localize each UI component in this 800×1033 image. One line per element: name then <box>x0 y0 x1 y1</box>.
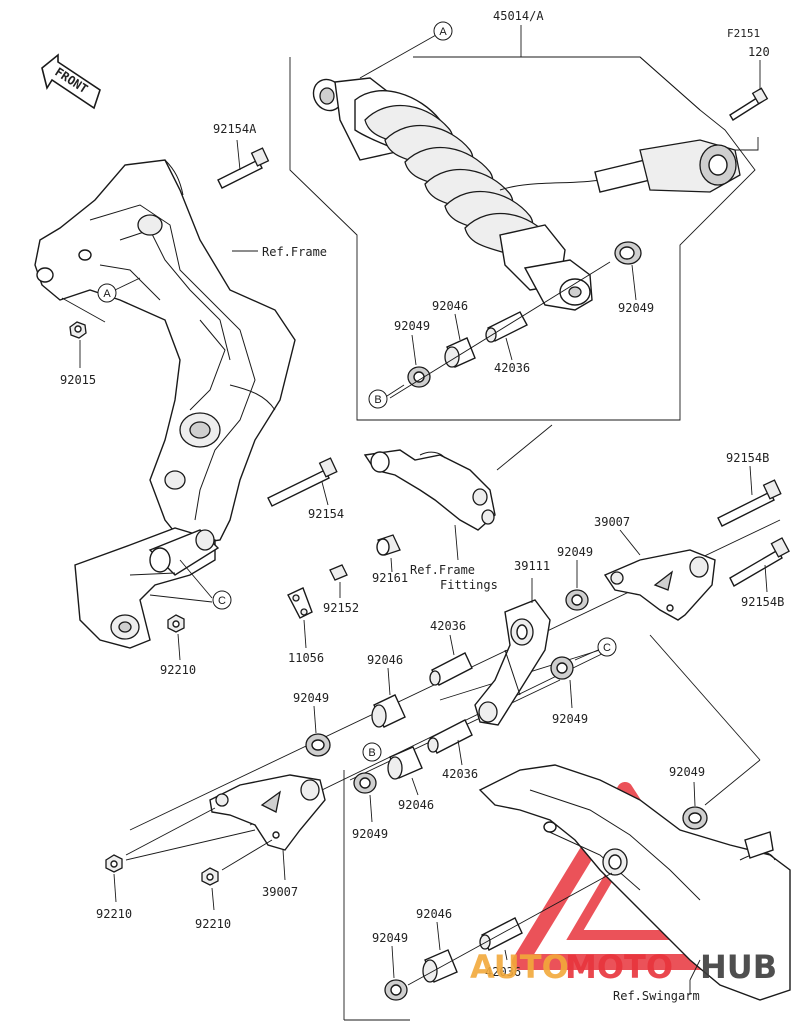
label-42036-shock: 42036 <box>494 361 530 375</box>
label-39007-lower: 39007 <box>262 885 298 899</box>
bolt-92154b-side[interactable] <box>729 537 790 587</box>
label-92046-bottom: 92046 <box>416 907 452 921</box>
svg-text:C: C <box>218 595 226 607</box>
diagram-code: F2151 <box>727 27 760 40</box>
ref-frame-label: Ref.Frame <box>262 245 327 259</box>
bearing-92046-bottom[interactable] <box>422 949 458 983</box>
label-92049-swing: 92049 <box>669 765 705 779</box>
label-92049-lower: 92049 <box>352 827 388 841</box>
nut-92015[interactable] <box>69 321 87 339</box>
label-92154b-top: 92154B <box>726 451 769 465</box>
ref-swingarm-label: Ref.Swingarm <box>613 989 700 1003</box>
tie-rod-plate-39007-upper[interactable] <box>603 549 716 621</box>
label-42036-link: 42036 <box>430 619 466 633</box>
label-92046-shock: 92046 <box>432 299 468 313</box>
collar-92152[interactable] <box>329 564 348 581</box>
bearing-92046-link[interactable] <box>371 694 406 728</box>
svg-text:B: B <box>368 747 375 759</box>
bearing-92046-lower[interactable] <box>387 746 423 780</box>
label-92015: 92015 <box>60 373 96 387</box>
bracket-11056[interactable] <box>287 587 313 619</box>
bolt-92154a[interactable] <box>217 147 270 189</box>
callout-c-frame: C <box>149 559 232 610</box>
ref-frame-fittings-2: Fittings <box>440 578 498 592</box>
watermark-text: AUTO MOTO HUB <box>470 948 777 986</box>
assembly-number: 45014/A <box>493 9 544 23</box>
svg-text:HUB: HUB <box>700 948 777 986</box>
label-92049-bottom: 92049 <box>372 931 408 945</box>
spacer-42036-bottom[interactable] <box>479 917 523 951</box>
label-42036-lower: 42036 <box>442 767 478 781</box>
spacer-42036-lower[interactable] <box>427 719 473 754</box>
collar-92049-shock-right[interactable] <box>614 241 642 265</box>
svg-text:A: A <box>439 26 447 38</box>
svg-text:MOTO: MOTO <box>565 948 673 986</box>
frame-lower-mount <box>74 527 220 649</box>
svg-text:A: A <box>103 288 111 300</box>
label-92210-mid: 92210 <box>195 917 231 931</box>
callout-a-frame: A <box>97 277 141 303</box>
collar-92049-bottom[interactable] <box>384 979 408 1001</box>
collar-92049-lower[interactable] <box>353 772 377 794</box>
collar-92161[interactable] <box>376 534 401 556</box>
nut-92210-left[interactable] <box>105 854 123 873</box>
rear-shock-absorber[interactable] <box>308 74 741 311</box>
bolt-92154[interactable] <box>267 457 338 507</box>
label-42036-bottom: 42036 <box>485 965 521 979</box>
label-92049-rod: 92049 <box>552 712 588 726</box>
label-92049-shock-left: 92049 <box>394 319 430 333</box>
front-arrow-icon: FRONT <box>41 53 101 110</box>
spacer-42036-link[interactable] <box>429 652 473 686</box>
tie-rod-plate-39007-lower[interactable] <box>209 774 326 851</box>
callout-c-link: C <box>574 637 617 661</box>
swingarm <box>478 764 791 1001</box>
nut-92210-mid[interactable] <box>201 867 219 886</box>
label-92046-link: 92046 <box>367 653 403 667</box>
collar-92049-shock-left[interactable] <box>407 366 431 388</box>
collar-92049-link-left[interactable] <box>305 733 331 757</box>
nut-92210-frame[interactable] <box>167 614 185 633</box>
label-92049-link-left: 92049 <box>293 691 329 705</box>
frame-fittings <box>363 449 496 531</box>
label-39111: 39111 <box>514 559 550 573</box>
bolt-120[interactable] <box>729 87 769 121</box>
label-11056: 11056 <box>288 651 324 665</box>
ref-frame-fittings-1: Ref.Frame <box>410 563 475 577</box>
label-92154b-side: 92154B <box>741 595 784 609</box>
label-120: 120 <box>748 45 770 59</box>
bolt-92154b-top[interactable] <box>717 479 782 527</box>
label-92210-frame: 92210 <box>160 663 196 677</box>
label-39007-upper: 39007 <box>594 515 630 529</box>
collar-92049-rod[interactable] <box>550 656 574 680</box>
svg-text:B: B <box>374 394 381 406</box>
svg-text:AUTO: AUTO <box>470 948 569 986</box>
label-92210-left: 92210 <box>96 907 132 921</box>
label-92154: 92154 <box>308 507 344 521</box>
collar-92049-upper[interactable] <box>565 589 589 611</box>
label-92046-lower: 92046 <box>398 798 434 812</box>
rocker-arm-39111[interactable] <box>474 599 551 726</box>
label-92049-shock-right: 92049 <box>618 301 654 315</box>
svg-text:C: C <box>603 642 611 654</box>
label-92154a: 92154A <box>213 122 257 136</box>
bearing-92046-shock[interactable] <box>444 337 476 368</box>
callout-b-link: B <box>362 742 382 762</box>
label-92049-upper: 92049 <box>557 545 593 559</box>
callout-a-top: A <box>359 21 453 79</box>
label-92152: 92152 <box>323 601 359 615</box>
shock-assembly-boundary <box>289 25 759 421</box>
spacer-42036-shock[interactable] <box>485 311 528 343</box>
frame-bracket <box>34 159 296 546</box>
collar-92049-swing[interactable] <box>682 806 708 830</box>
callout-b-shock: B <box>368 384 405 409</box>
label-92161: 92161 <box>372 571 408 585</box>
